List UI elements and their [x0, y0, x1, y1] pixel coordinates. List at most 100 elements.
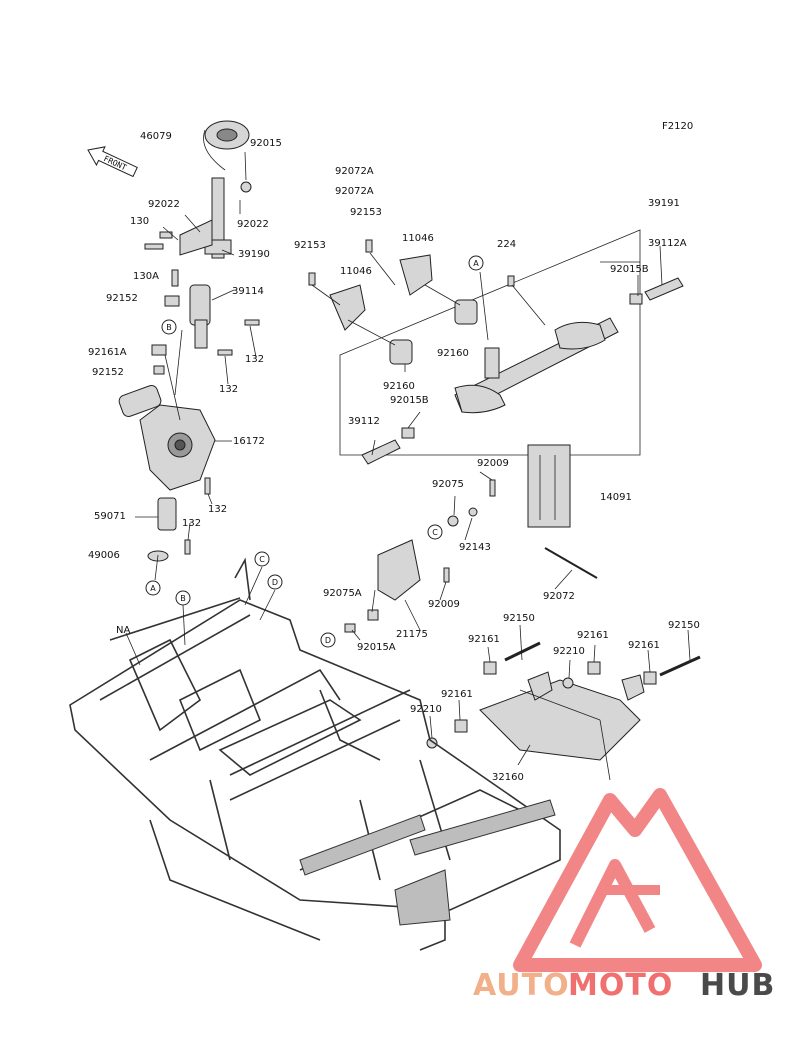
part-label-92152: 92152: [106, 293, 138, 304]
vehicle-frame: [69, 557, 561, 951]
part-label-92075a: 92075A: [323, 588, 362, 599]
part-label-92161a: 92161A: [88, 347, 127, 358]
part-label-92161: 92161: [628, 640, 660, 651]
bushing-92161-d: [643, 671, 657, 685]
watermark-auto: AUTO: [473, 968, 570, 1003]
part-label-132: 132: [219, 384, 238, 395]
rack-boot-left: [454, 384, 506, 414]
suspension-arm-32160: [479, 679, 641, 761]
ref-marker-c2: C: [254, 551, 270, 567]
part-label-92075: 92075: [432, 479, 464, 490]
part-label-92072a: 92072A: [335, 166, 374, 177]
watermark-hub: HUB: [700, 968, 775, 1003]
watermark-logo-mark: [513, 788, 762, 972]
svg-text:A: A: [473, 259, 479, 268]
tie-rod-end-right: [644, 277, 684, 301]
watermark-wordmark: AUTO MOTO HUB: [473, 968, 775, 1003]
part-label-na: NA: [116, 625, 130, 636]
lower-joint: [157, 497, 177, 531]
bushing-92161-b: [454, 719, 468, 733]
clamp-bracket-right: [399, 254, 433, 296]
tie-rod-end-left: [361, 439, 401, 465]
column-bracket: [179, 219, 213, 256]
rack-bushing-left: [389, 339, 413, 365]
part-label-92210: 92210: [553, 646, 585, 657]
svg-text:D: D: [272, 578, 278, 587]
ref-marker-a1: A: [468, 255, 484, 271]
part-label-46079: 46079: [140, 131, 172, 142]
part-label-92210: 92210: [410, 704, 442, 715]
part-label-92161: 92161: [577, 630, 609, 641]
part-label-39112: 39112: [348, 416, 380, 427]
rack-bushing-right: [454, 299, 478, 325]
ref-marker-b2: B: [175, 590, 191, 606]
controller-unit-21175: [377, 539, 421, 601]
universal-joint: [189, 284, 211, 326]
bushing-92161-a: [483, 661, 497, 675]
front-arrow: FRONT: [87, 146, 138, 178]
part-label-16172: 16172: [233, 436, 265, 447]
svg-text:B: B: [166, 323, 172, 332]
part-label-32160: 32160: [492, 772, 524, 783]
steering-column-assembly: [118, 120, 260, 562]
svg-text:D: D: [325, 636, 331, 645]
part-label-92009: 92009: [477, 458, 509, 469]
part-label-92161: 92161: [468, 634, 500, 645]
part-label-92015b: 92015B: [390, 395, 429, 406]
part-label-92022: 92022: [237, 219, 269, 230]
svg-text:C: C: [259, 555, 265, 564]
svg-text:B: B: [180, 594, 186, 603]
controller-cover-14091: [527, 444, 571, 528]
part-label-92153: 92153: [294, 240, 326, 251]
part-label-92015: 92015: [250, 138, 282, 149]
part-label-39114: 39114: [232, 286, 264, 297]
pinion-housing: [484, 347, 500, 379]
part-label-39191: 39191: [648, 198, 680, 209]
rack-boot-right: [554, 321, 606, 350]
part-label-130a: 130A: [133, 271, 159, 282]
part-label-92150: 92150: [503, 613, 535, 624]
clamp-bracket-left: [329, 284, 366, 331]
watermark-moto: MOTO: [568, 968, 673, 1003]
ref-marker-b1: B: [161, 319, 177, 335]
part-label-224: 224: [497, 239, 516, 250]
part-label-132: 132: [208, 504, 227, 515]
ref-marker-d2: D: [267, 574, 283, 590]
part-label-92015b: 92015B: [610, 264, 649, 275]
part-label-11046: 11046: [402, 233, 434, 244]
bushing-92161-c: [587, 661, 601, 675]
part-label-92160: 92160: [437, 348, 469, 359]
nut-92015b-right: [629, 293, 643, 305]
ref-marker-c1: C: [427, 524, 443, 540]
part-label-92152: 92152: [92, 367, 124, 378]
part-label-11046: 11046: [340, 266, 372, 277]
part-label-39190: 39190: [238, 249, 270, 260]
reference-markers: A A B B C C D D: [145, 255, 484, 648]
diagram-id: F2120: [662, 121, 693, 132]
part-label-92022: 92022: [148, 199, 180, 210]
part-label-92009: 92009: [428, 599, 460, 610]
nut-92015: [240, 181, 252, 193]
nut-92015b-left: [401, 427, 415, 439]
svg-text:A: A: [150, 584, 156, 593]
part-label-132: 132: [245, 354, 264, 365]
part-label-92153: 92153: [350, 207, 382, 218]
steering-shaft: [211, 177, 225, 259]
ref-marker-a2: A: [145, 580, 161, 596]
part-label-92015a: 92015A: [357, 642, 396, 653]
ref-marker-d1: D: [320, 632, 336, 648]
part-label-39112a: 39112A: [648, 238, 687, 249]
part-label-92072: 92072: [543, 591, 575, 602]
part-label-132: 132: [182, 518, 201, 529]
part-label-49006: 49006: [88, 550, 120, 561]
part-label-92161: 92161: [441, 689, 473, 700]
part-label-92160: 92160: [383, 381, 415, 392]
part-label-14091: 14091: [600, 492, 632, 503]
part-label-59071: 59071: [94, 511, 126, 522]
part-label-92143: 92143: [459, 542, 491, 553]
steering-rack-assembly: [308, 239, 684, 465]
svg-text:C: C: [432, 528, 438, 537]
